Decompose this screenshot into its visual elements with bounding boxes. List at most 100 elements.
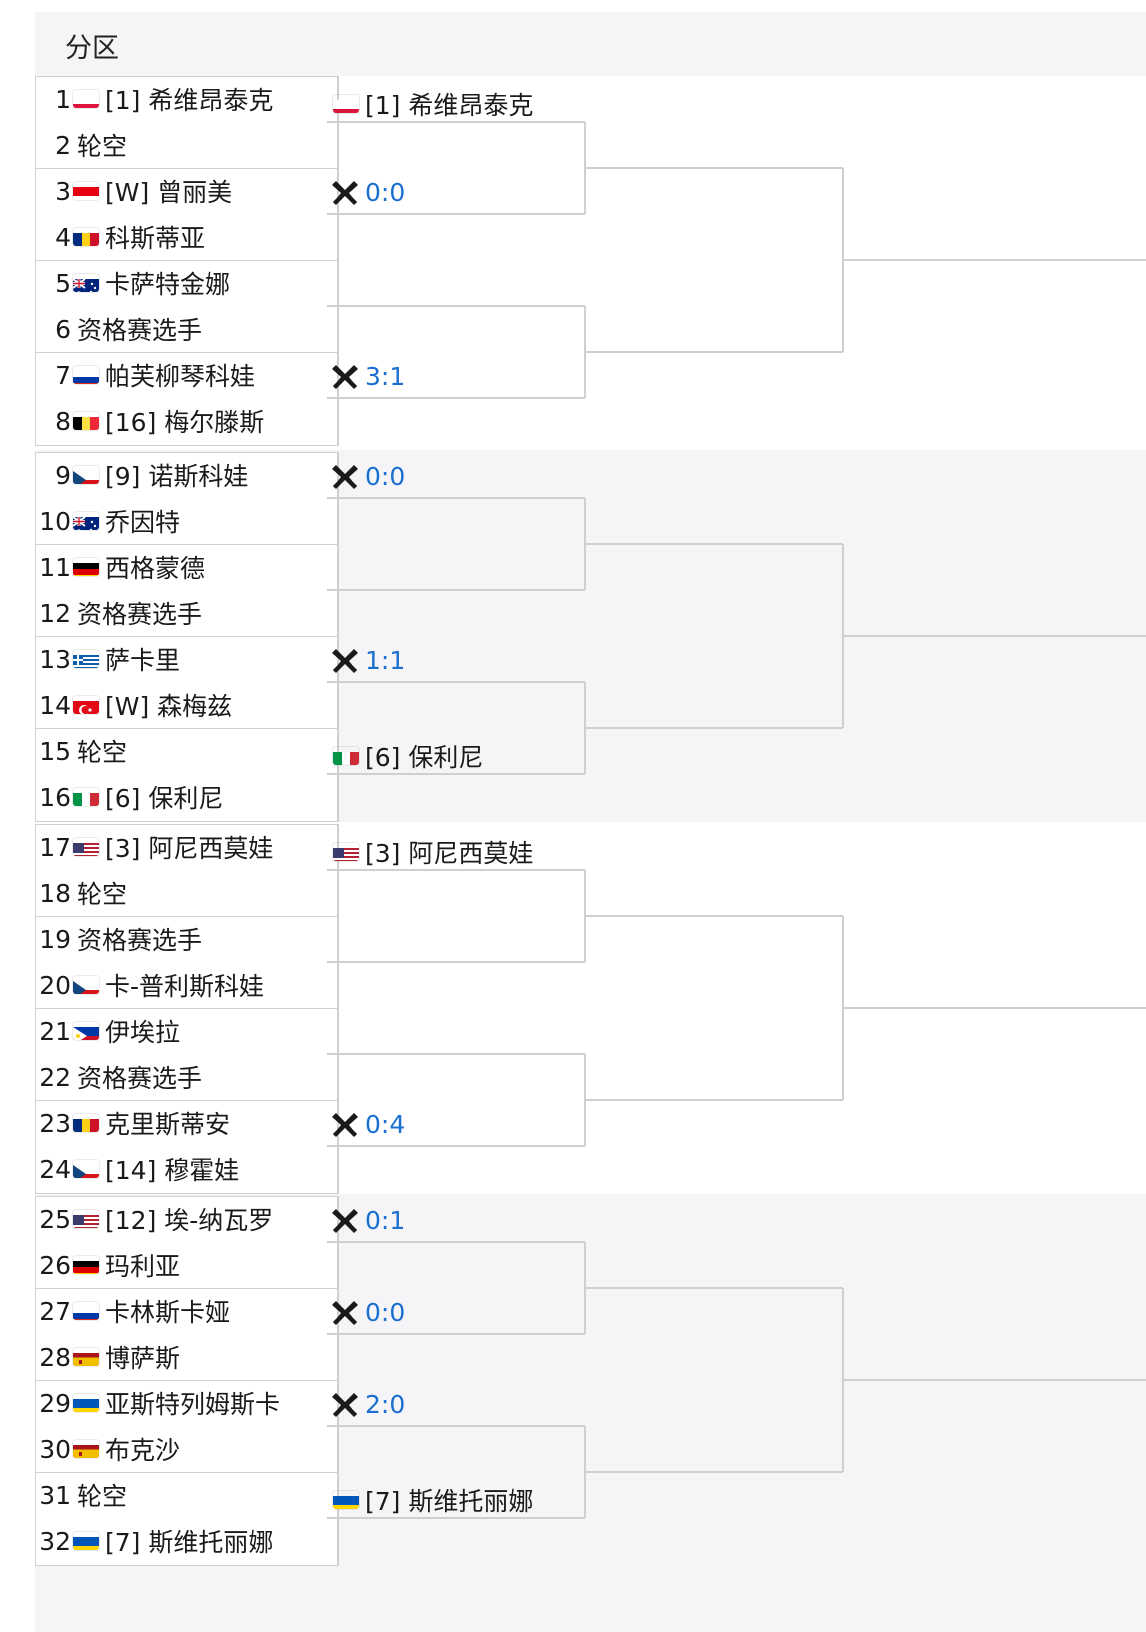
flag-es-icon [73, 1348, 99, 1366]
draw-position: 16 [39, 782, 71, 812]
versus-icon [332, 464, 358, 489]
draw-header: 分区 [35, 12, 1146, 76]
player-name: 资格赛选手 [77, 316, 203, 345]
match-box[interactable] [35, 824, 339, 918]
flag-pl-icon [73, 90, 99, 108]
flag-be-icon [73, 412, 99, 430]
draw-position: 28 [39, 1342, 71, 1372]
flag-ro-icon [73, 228, 99, 246]
player-slot[interactable]: 24[14] 穆霍娃 [35, 1146, 239, 1192]
match-box[interactable] [35, 1472, 339, 1566]
player-name: [6] 保利尼 [105, 784, 224, 813]
player-name: [16] 梅尔滕斯 [105, 408, 265, 437]
match-box[interactable] [35, 352, 339, 446]
draw-position: 32 [39, 1526, 71, 1556]
score-value: 2:0 [365, 1390, 406, 1419]
match-box[interactable] [35, 76, 339, 170]
draw-position: 2 [55, 130, 71, 160]
flag-de-icon [73, 1256, 99, 1274]
score-value: 1:1 [365, 646, 406, 675]
draw-position: 5 [55, 268, 71, 298]
player-name: 伊埃拉 [105, 1018, 181, 1047]
match-score[interactable]: 2:0 [331, 1390, 405, 1419]
draw-position: 25 [39, 1204, 71, 1234]
player-slot[interactable]: 1 [1] 希维昂泰克 [35, 76, 273, 122]
match-box[interactable] [35, 260, 339, 354]
score-value: 0:0 [365, 178, 406, 207]
versus-icon [332, 1392, 358, 1417]
player-slot[interactable]: 4 科斯蒂亚 [35, 214, 205, 260]
player-slot[interactable]: 9[9] 诺斯科娃 [35, 452, 248, 498]
match-score[interactable]: 1:1 [331, 646, 405, 675]
bracket-lines [327, 121, 1146, 399]
draw-position: 19 [39, 924, 71, 954]
player-name: 卡-普利斯科娃 [105, 972, 265, 1001]
player-slot[interactable]: 16 [6] 保利尼 [35, 774, 223, 820]
match-box[interactable] [35, 544, 339, 638]
match-box[interactable] [35, 452, 339, 546]
match-score[interactable]: 0:0 [331, 1298, 405, 1327]
flag-es-icon [73, 1440, 99, 1458]
player-name: [W] 森梅兹 [105, 692, 233, 721]
draw-position: 10 [39, 506, 71, 536]
section-title: 分区 [65, 33, 119, 64]
flag-au-icon [73, 512, 99, 530]
match-score[interactable]: 0:4 [331, 1110, 405, 1139]
player-name: 科斯蒂亚 [105, 224, 206, 253]
draw-position: 4 [55, 222, 71, 252]
player-slot[interactable]: 3[W] 曾丽美 [35, 168, 232, 214]
player-name: 资格赛选手 [77, 926, 203, 955]
player-slot[interactable]: 14[W] 森梅兹 [35, 682, 232, 728]
match-score[interactable]: 0:1 [331, 1206, 405, 1235]
player-slot[interactable]: 25[12] 埃-纳瓦罗 [35, 1196, 273, 1242]
player-name: 布克沙 [105, 1436, 181, 1465]
score-value: 0:0 [365, 462, 406, 491]
flag-de-icon [73, 558, 99, 576]
match-score[interactable]: 0:0 [331, 178, 405, 207]
match-score[interactable]: 3:1 [331, 362, 405, 391]
player-name: 克里斯蒂安 [105, 1110, 231, 1139]
round2-player[interactable]: [7] 斯维托丽娜 [331, 1482, 533, 1518]
versus-icon [332, 1208, 358, 1233]
flag-gr-icon [73, 650, 99, 668]
player-slot[interactable]: 8 [16] 梅尔滕斯 [35, 398, 264, 444]
player-slot[interactable]: 17[3] 阿尼西莫娃 [35, 824, 273, 870]
player-name: [3] 阿尼西莫娃 [105, 834, 274, 863]
match-score[interactable]: 0:0 [331, 462, 405, 491]
player-name: [1] 希维昂泰克 [105, 86, 274, 115]
match-box[interactable] [35, 1380, 339, 1474]
round2-player[interactable]: [6] 保利尼 [331, 738, 483, 774]
bracket-lines [327, 1241, 1146, 1519]
draw-position: 1 [55, 84, 71, 114]
round2-player[interactable]: [1] 希维昂泰克 [331, 86, 533, 122]
draw-position: 12 [39, 598, 71, 628]
flag-cz-icon [73, 466, 99, 484]
round2-player[interactable]: [3] 阿尼西莫娃 [331, 834, 533, 870]
player-name: [W] 曾丽美 [105, 178, 233, 207]
player-slot[interactable]: 32[7] 斯维托丽娜 [35, 1518, 273, 1564]
flag-ua-icon [73, 1394, 99, 1412]
match-box[interactable] [35, 916, 339, 1010]
draw-position: 8 [55, 406, 71, 436]
